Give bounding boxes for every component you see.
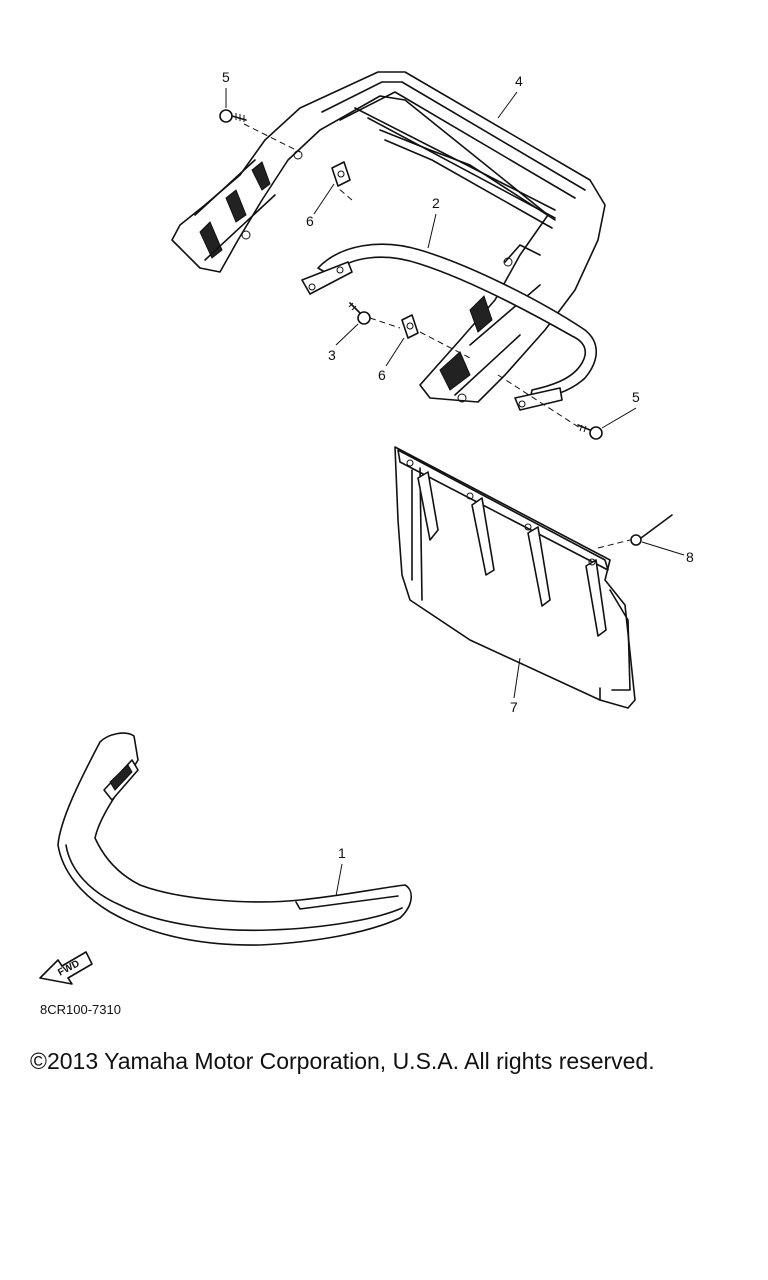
part-1-front-bumper: [57, 732, 412, 946]
callout-2: 2: [432, 195, 440, 211]
bolt-3: [348, 302, 371, 325]
callout-6-upper: 6: [306, 213, 314, 229]
callouts: 5 4 2 6 3 6 5 8 7 1: [222, 69, 694, 897]
bolt-5-lower: [577, 424, 603, 440]
clip-nut-6-lower: [401, 314, 419, 339]
parts-exploded-diagram: FWD 5 4 2 6 3 6 5 8 7 1: [39, 69, 694, 985]
callout-5-top: 5: [222, 69, 230, 85]
rivet-8: [630, 514, 673, 546]
copyright-notice: ©2013 Yamaha Motor Corporation, U.S.A. A…: [30, 1048, 655, 1074]
part-4-rear-rack: [171, 71, 606, 403]
callout-7: 7: [510, 699, 518, 715]
callout-8: 8: [686, 549, 694, 565]
fwd-direction-arrow: FWD: [39, 951, 93, 985]
part-2-rear-tube-bracket: [301, 243, 598, 411]
callout-3: 3: [328, 347, 336, 363]
clip-nut-6-upper: [331, 161, 351, 187]
callout-4: 4: [515, 73, 523, 89]
callout-5-lower: 5: [632, 389, 640, 405]
callout-6-lower: 6: [378, 367, 386, 383]
callout-1: 1: [338, 845, 346, 861]
drawing-code: 8CR100-7310: [40, 1002, 121, 1017]
bolt-5-top: [219, 109, 247, 123]
part-7-snow-flap: [394, 446, 636, 709]
